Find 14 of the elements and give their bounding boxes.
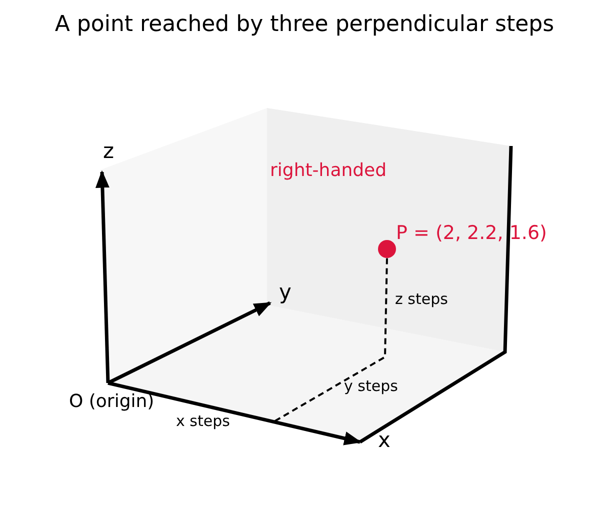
dashed-step-path — [274, 258, 388, 422]
axis-arrow — [107, 301, 272, 385]
axis-label: y — [279, 280, 292, 304]
note-text: right-handed — [270, 160, 387, 181]
origin-label: O (origin) — [69, 391, 154, 412]
axis-label: z — [103, 139, 114, 163]
step-label: z steps — [395, 290, 448, 308]
axis-arrow — [95, 170, 110, 384]
point-label: P = (2, 2.2, 1.6) — [396, 222, 547, 244]
step-label: x steps — [176, 412, 230, 430]
step-label: y steps — [344, 377, 398, 395]
axis-arrow — [108, 381, 362, 446]
diagram-title: A point reached by three perpendicular steps — [54, 12, 556, 37]
axis-label: x — [378, 428, 390, 452]
